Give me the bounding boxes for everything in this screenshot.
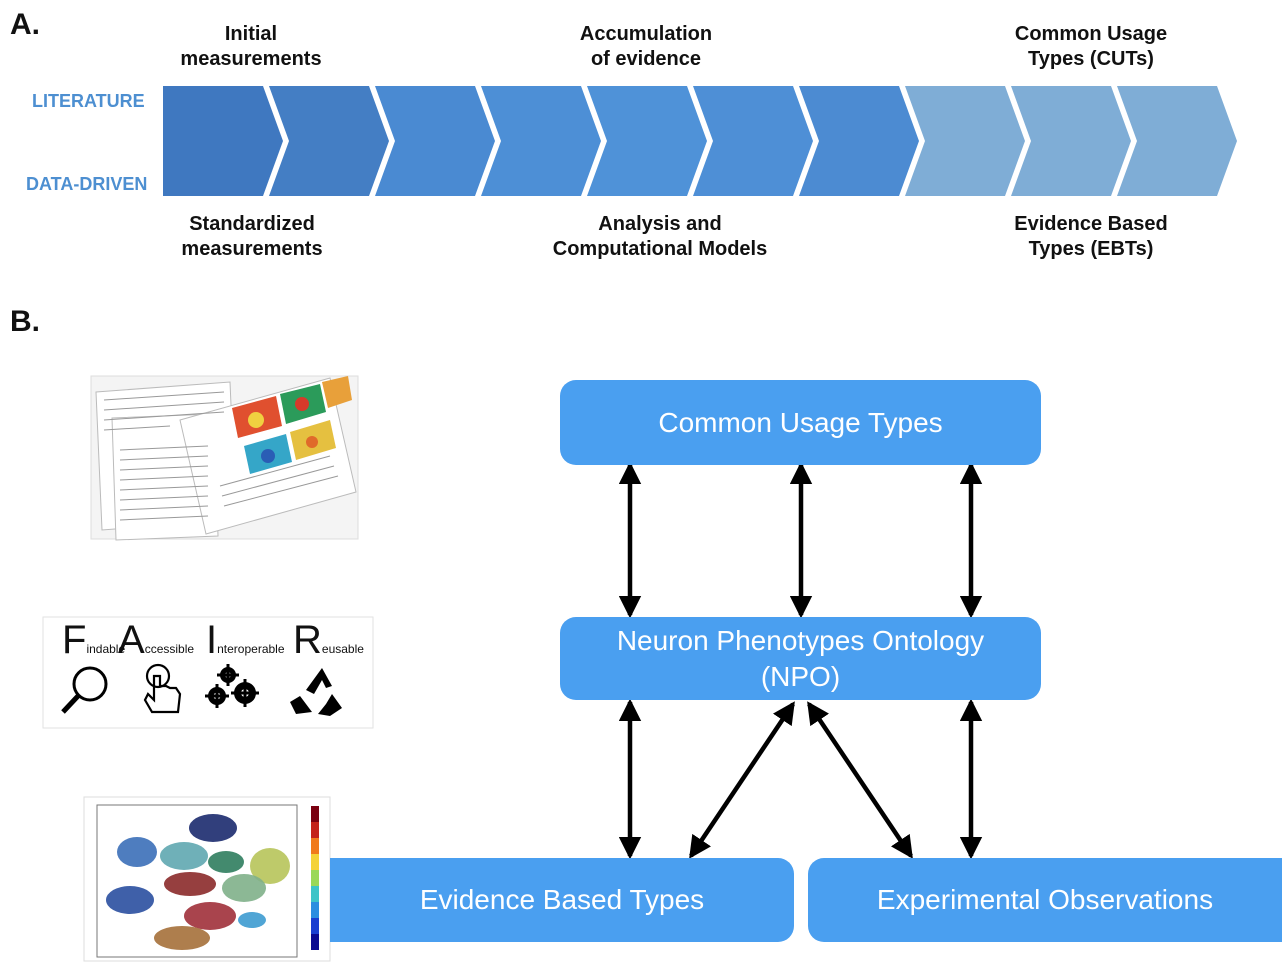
stage-analysis-line2: Computational Models bbox=[552, 238, 768, 260]
stage-standardized-measurements: Standardized measurements bbox=[152, 212, 352, 262]
gears-icon bbox=[205, 664, 259, 708]
box-common-usage-types: Common Usage Types bbox=[560, 380, 1041, 465]
stage-accumulation-of-evidence: Accumulation of evidence bbox=[546, 22, 746, 72]
stage-accumulation-line2: of evidence bbox=[590, 48, 702, 70]
fair-label-reusable: Reusable bbox=[293, 618, 364, 663]
stage-initial-line2: measurements bbox=[180, 48, 322, 70]
stage-standardized-line2: measurements bbox=[181, 238, 323, 260]
fair-rest-r: eusable bbox=[321, 642, 364, 656]
box-evidence-based-types: Evidence Based Types bbox=[330, 858, 794, 942]
fair-letter-i: I bbox=[206, 618, 218, 662]
stage-evidence-based-types: Evidence Based Types (EBTs) bbox=[986, 212, 1196, 262]
chevron-4 bbox=[481, 86, 601, 196]
chevron-7 bbox=[799, 86, 919, 196]
chevron-1 bbox=[163, 86, 283, 196]
magnifier-icon bbox=[61, 666, 108, 714]
fair-principles-image bbox=[42, 616, 374, 729]
stage-analysis-line1: Analysis and bbox=[598, 213, 722, 235]
chevron-2 bbox=[269, 86, 389, 196]
stage-analysis-computational-models: Analysis and Computational Models bbox=[530, 212, 790, 262]
side-label-literature: LITERATURE bbox=[32, 91, 145, 111]
stage-cuts-line2: Types (CUTs) bbox=[1028, 48, 1154, 70]
fair-letter-f: F bbox=[62, 618, 87, 662]
box-common-usage-types-label: Common Usage Types bbox=[658, 406, 943, 438]
chevron-8 bbox=[905, 86, 1025, 196]
chevron-9 bbox=[1011, 86, 1131, 196]
fair-label-accessible: Accessible bbox=[118, 618, 194, 663]
pointing-hand-icon bbox=[143, 663, 182, 714]
fair-letter-a: A bbox=[118, 618, 145, 662]
chevron-6 bbox=[693, 86, 813, 196]
side-label-data-driven: DATA-DRIVEN bbox=[26, 174, 148, 194]
colorbar bbox=[311, 806, 319, 950]
stage-standardized-line1: Standardized bbox=[189, 213, 315, 235]
stage-cuts-line1: Common Usage bbox=[1014, 23, 1168, 45]
arrows bbox=[618, 461, 983, 860]
recycle-icon bbox=[290, 668, 342, 716]
fair-letter-r: R bbox=[293, 618, 322, 662]
fair-label-interoperable: Interoperable bbox=[206, 618, 285, 663]
literature-papers-image bbox=[90, 375, 359, 541]
chevron-process-arrow bbox=[163, 86, 1237, 196]
stage-initial-line1: Initial bbox=[224, 23, 278, 45]
box-npo-line1: Neuron Phenotypes Ontology bbox=[616, 624, 985, 656]
fair-rest-f: indable bbox=[86, 642, 126, 656]
box-neuron-phenotypes-ontology: Neuron Phenotypes Ontology (NPO) bbox=[560, 617, 1041, 700]
panel-b-label: B. bbox=[10, 305, 40, 338]
box-npo-line2: (NPO) bbox=[760, 660, 841, 692]
fair-rest-i: nteroperable bbox=[217, 642, 285, 656]
chevron-5 bbox=[587, 86, 707, 196]
stage-common-usage-types: Common Usage Types (CUTs) bbox=[986, 22, 1196, 72]
tsne-scatter-image bbox=[83, 796, 331, 962]
stage-ebts-line1: Evidence Based bbox=[1014, 213, 1168, 235]
arrow-npo-obs-diagonal bbox=[807, 701, 913, 859]
box-evidence-based-types-label: Evidence Based Types bbox=[419, 884, 705, 915]
arrow-npo-ebt-diagonal bbox=[689, 701, 795, 859]
fair-label-findable: Findable bbox=[62, 618, 125, 663]
stage-initial-measurements: Initial measurements bbox=[160, 22, 342, 72]
panel-a-label: A. bbox=[10, 8, 40, 41]
stage-accumulation-line1: Accumulation bbox=[579, 23, 713, 45]
box-experimental-observations: Experimental Observations bbox=[808, 858, 1282, 942]
stage-ebts-line2: Types (EBTs) bbox=[1028, 238, 1154, 260]
box-experimental-observations-label: Experimental Observations bbox=[876, 884, 1214, 915]
chevron-3 bbox=[375, 86, 495, 196]
chevron-10 bbox=[1117, 86, 1237, 196]
fair-rest-a: ccessible bbox=[144, 642, 195, 656]
